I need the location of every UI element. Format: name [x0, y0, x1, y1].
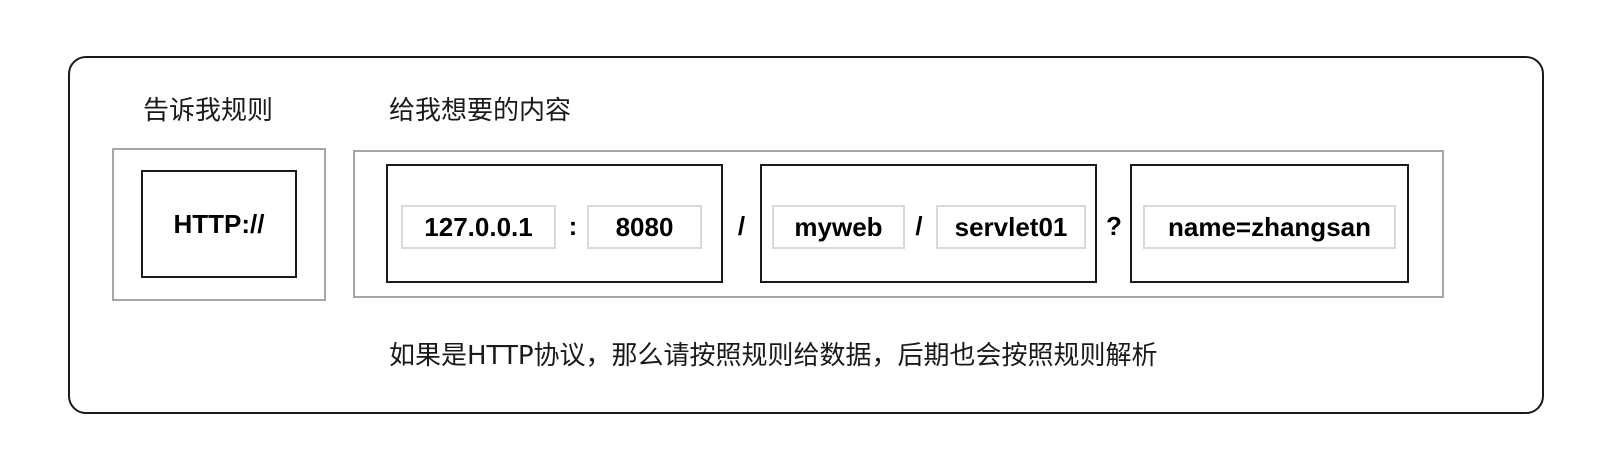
- outer-frame: [68, 56, 1544, 414]
- content-caption: 给我想要的内容: [389, 96, 572, 126]
- question-separator: ?: [1106, 211, 1122, 241]
- rules-caption: 告诉我规则: [143, 96, 274, 126]
- query-box: [1130, 164, 1409, 283]
- footer-caption: 如果是HTTP协议，那么请按照规则给数据，后期也会按照规则解析: [389, 341, 1158, 371]
- colon-separator: :: [568, 211, 578, 241]
- app-token: myweb: [772, 205, 905, 249]
- path-box: [760, 164, 1097, 283]
- slash-separator: /: [737, 211, 746, 241]
- protocol-box: HTTP://: [141, 170, 297, 278]
- host-box: [386, 164, 723, 283]
- protocol-frame: [112, 148, 326, 301]
- ip-token: 127.0.0.1: [401, 205, 556, 249]
- port-token: 8080: [587, 205, 702, 249]
- content-frame: [353, 150, 1444, 298]
- path-slash-separator: /: [915, 211, 923, 241]
- query-token: name=zhangsan: [1143, 205, 1396, 249]
- servlet-token: servlet01: [936, 205, 1086, 249]
- protocol-label: HTTP://: [173, 208, 265, 239]
